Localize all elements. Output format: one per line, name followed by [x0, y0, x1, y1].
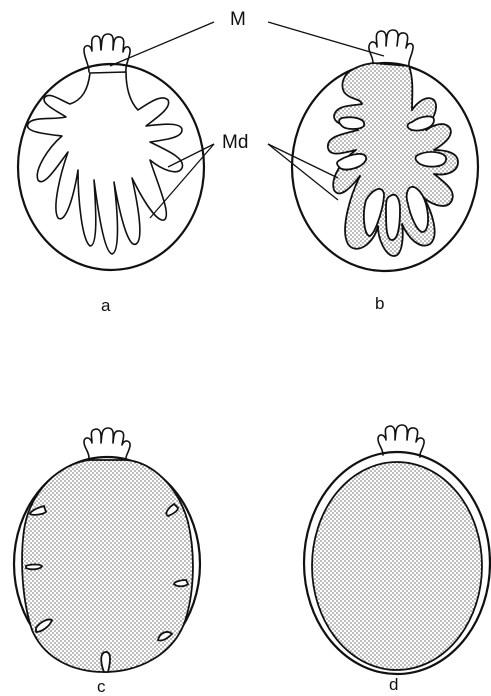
panel-b-duct-1: [339, 117, 364, 129]
panel-a-body: [18, 64, 204, 270]
leader-md-left-2: [150, 144, 214, 218]
panel-b-duct-4: [386, 195, 400, 240]
leader-md-right-2: [268, 144, 338, 200]
label-a: a: [101, 297, 110, 314]
panel-c-notch-2: [26, 565, 42, 570]
panel-c-notch-6: [174, 580, 188, 586]
panel-c-notch-4: [101, 652, 110, 672]
panel-c-mouth: [84, 428, 130, 460]
label-md: Md: [222, 134, 248, 151]
panel-d: [304, 425, 490, 674]
label-c: c: [97, 678, 106, 695]
panel-a-cavity: [28, 72, 183, 254]
leader-m-right: [268, 22, 384, 56]
panel-b: [292, 30, 478, 271]
panel-c: [14, 428, 200, 672]
panel-b-duct-6: [416, 152, 447, 167]
panel-d-cavity: [312, 462, 482, 670]
panel-c-cavity: [22, 460, 193, 672]
label-m: M: [230, 11, 246, 28]
panel-a: [18, 34, 204, 270]
panel-b-mouth: [369, 30, 413, 66]
label-b: b: [375, 295, 384, 312]
leader-m-left: [110, 22, 214, 66]
label-d: d: [389, 676, 398, 693]
